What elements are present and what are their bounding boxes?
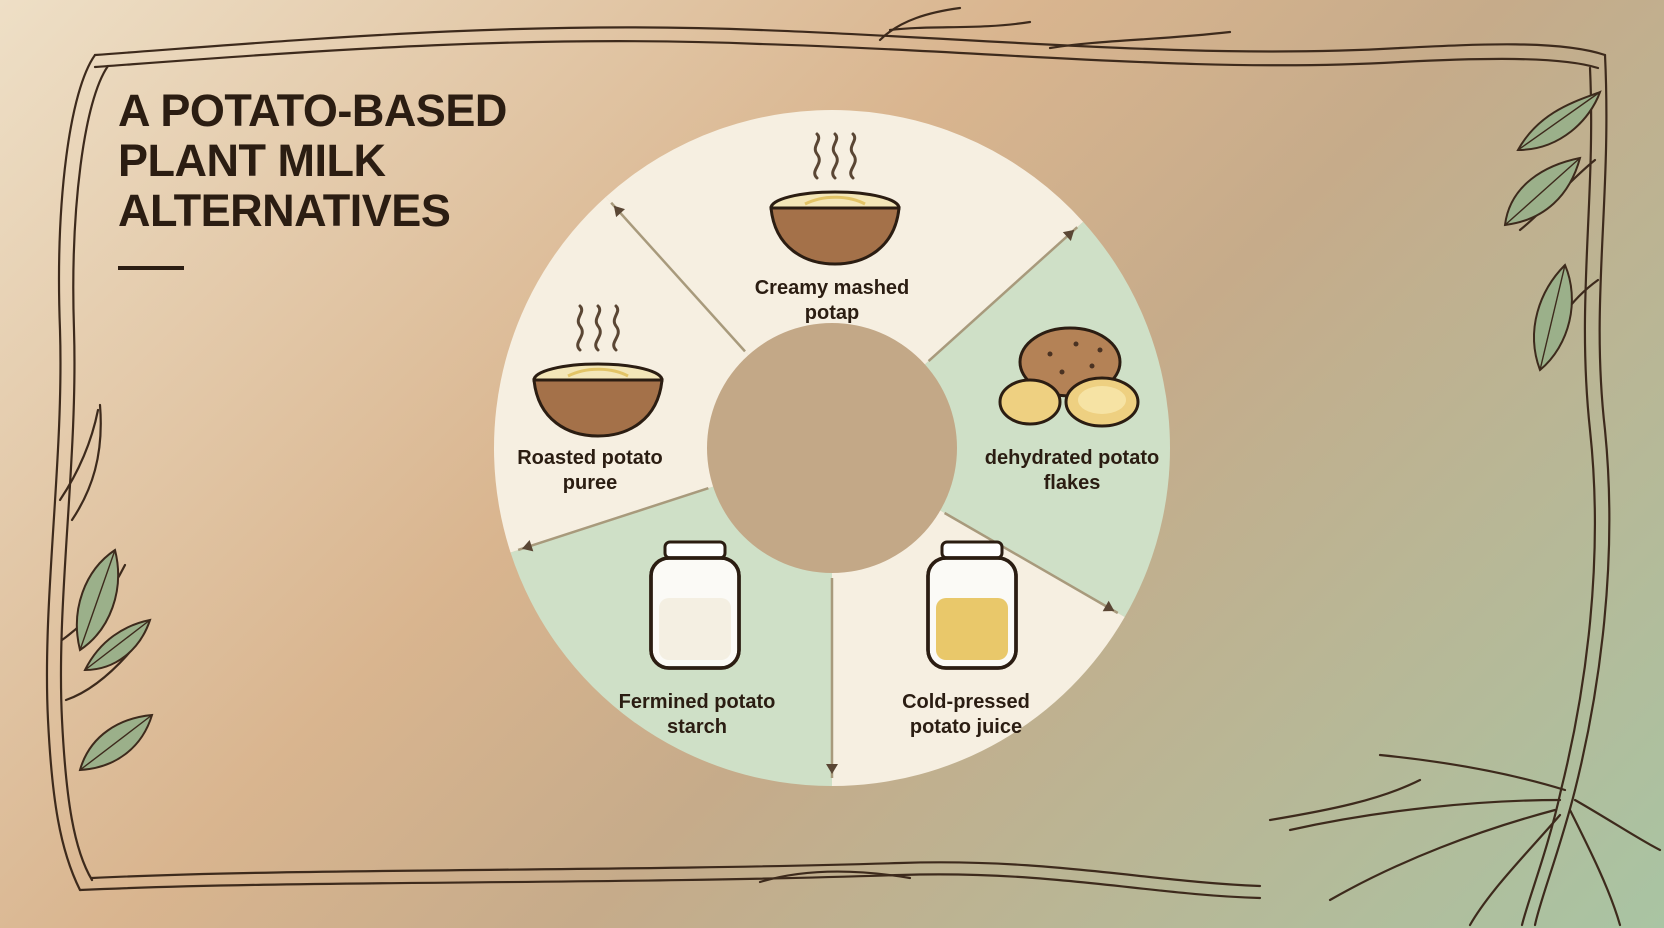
segment-divider: [927, 226, 1079, 362]
segment-label: dehydrated potato flakes: [962, 446, 1182, 496]
page-title-line: ALTERNATIVES: [118, 185, 451, 236]
segment-divider: [943, 511, 1119, 615]
page-title-line: A POTATO-BASED: [118, 85, 507, 136]
flow-arrow-icon: [826, 764, 838, 774]
segment-label-line: potato juice: [909, 716, 1023, 738]
page-title-line: PLANT MILK: [118, 135, 386, 186]
roots: [1378, 753, 1567, 792]
title-block: A POTATO-BASED PLANT MILK ALTERNATIVES: [118, 86, 507, 270]
wheel-segment: [605, 110, 1084, 448]
segment-label-line: Roasted potato: [517, 447, 663, 469]
segment-label-line: dehydrated potato: [984, 447, 1160, 469]
segment-divider: [517, 486, 709, 552]
flow-arrow-icon: [1102, 600, 1115, 612]
wheel-center: [707, 323, 957, 573]
segment-label: Cold-pressed potato juice: [856, 690, 1076, 740]
segment-label: Roasted potato puree: [480, 446, 700, 496]
segment-label-line: puree: [562, 472, 618, 494]
wheel-segment: [832, 221, 1171, 617]
segment-label-line: Creamy mashed: [754, 277, 910, 299]
segment-label-line: potap: [804, 302, 860, 324]
segment-label: Fermined potato starch: [587, 690, 807, 740]
segment-label: Creamy mashed potap: [722, 276, 942, 326]
segment-label-line: Fermined potato: [618, 691, 776, 713]
bowl-steam-icon: [769, 132, 901, 266]
potato-slices-icon: [998, 326, 1140, 428]
jar-yellow-icon: [926, 540, 1018, 670]
left-branch: [45, 53, 97, 892]
jar-white-icon: [649, 540, 741, 670]
top-branch: [93, 26, 1607, 57]
flow-arrow-icon: [1062, 229, 1075, 242]
bowl-steam-icon: [532, 304, 664, 438]
flow-arrow-icon: [521, 539, 534, 552]
segment-label-line: Cold-pressed: [902, 691, 1030, 713]
bottom-branch: [78, 873, 1262, 900]
flow-arrow-icon: [613, 205, 626, 218]
segment-divider: [610, 201, 746, 353]
segment-label-line: starch: [666, 716, 728, 738]
title-underline: [118, 266, 184, 270]
right-branch: [1533, 53, 1611, 927]
segment-label-line: flakes: [1043, 472, 1101, 494]
